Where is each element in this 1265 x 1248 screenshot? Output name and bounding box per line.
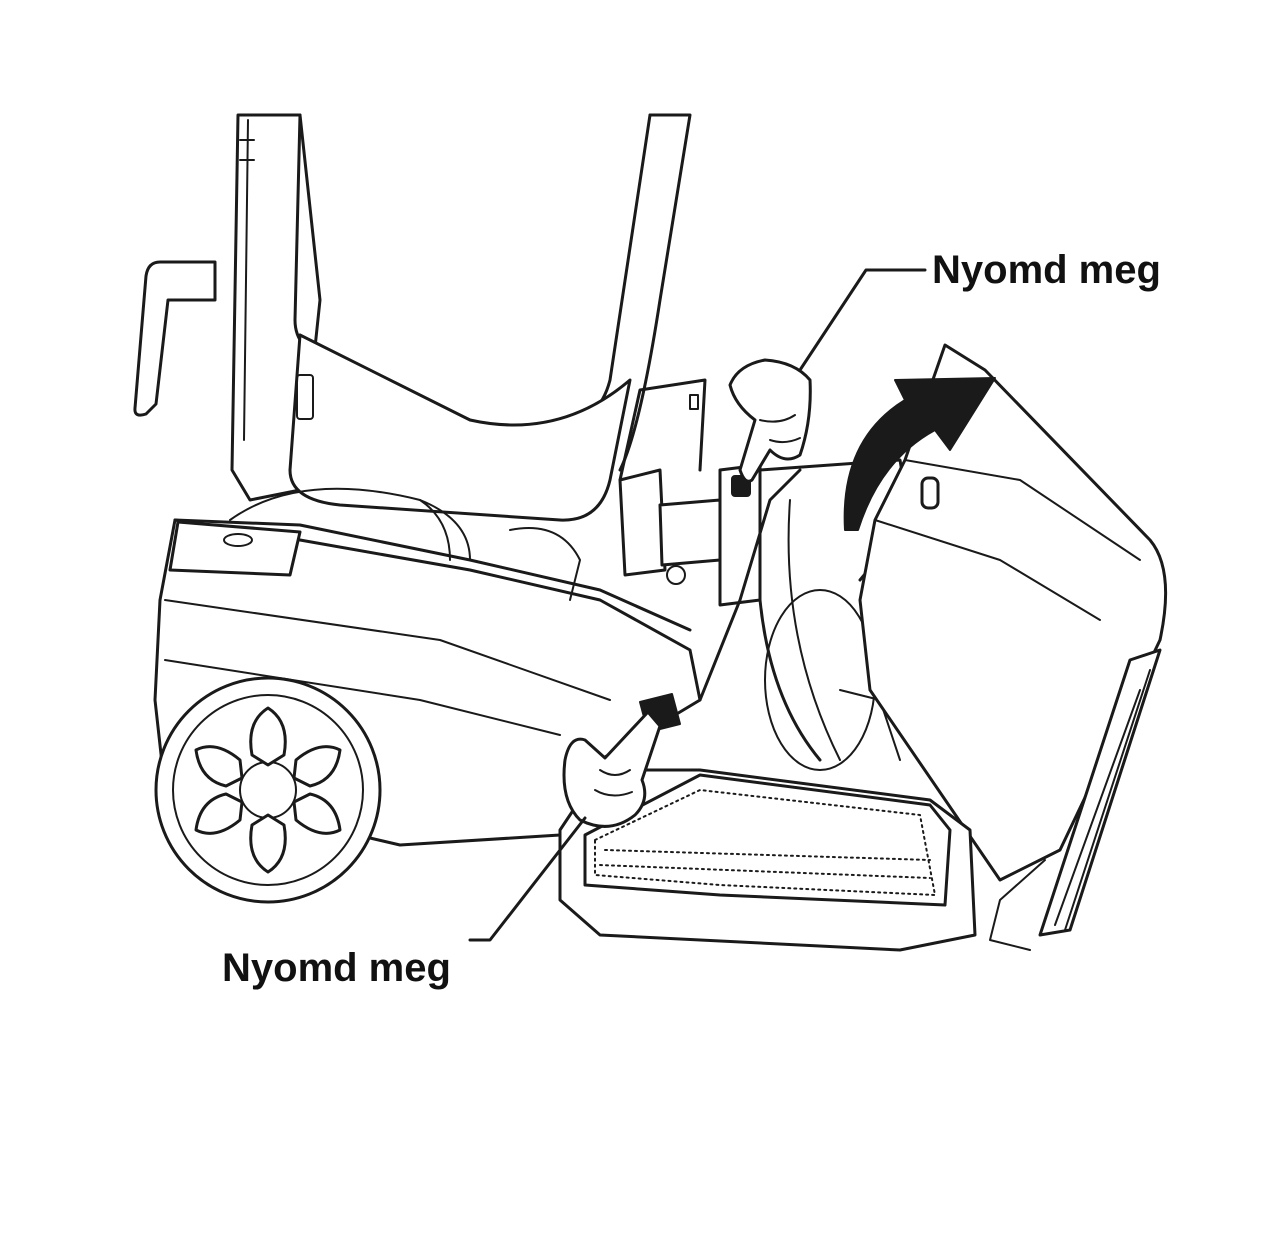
leader-line-top [798,268,927,372]
pointing-hand-top-icon [728,358,812,483]
leader-line-bottom [468,816,587,942]
rear-wheel [154,676,382,904]
pointing-hand-bottom-icon [562,710,662,828]
vacuum-upright-body [133,113,692,522]
brush-cover-lifted [858,343,1168,951]
callout-press-top: Nyomd meg [932,248,1161,292]
curved-arrow-up-icon [843,377,996,531]
callout-press-bottom: Nyomd meg [222,946,451,990]
front-nozzle [558,768,977,952]
